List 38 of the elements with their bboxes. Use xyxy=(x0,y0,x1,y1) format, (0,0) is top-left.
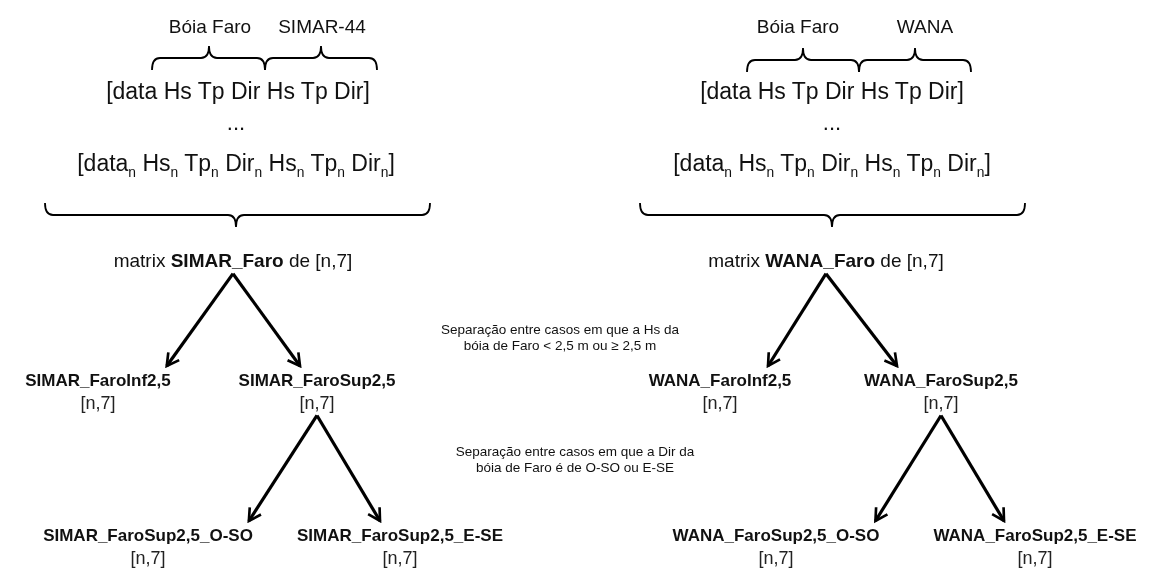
data-row: [data Hs Tp Dir Hs Tp Dir] xyxy=(700,78,964,106)
matrix-size: [n,7] xyxy=(922,392,960,416)
matrix-size: [n,7] xyxy=(381,547,419,571)
matrix-size: [n,7] xyxy=(701,392,739,416)
matrix-label: matrix SIMAR_Faro de [n,7] xyxy=(113,249,353,273)
data-row: [data Hs Tp Dir Hs Tp Dir] xyxy=(106,78,370,106)
note-text: Separação entre casos em que a Hs da bóia de Faro < 2,5 m ou ≥ 2,5 m xyxy=(440,322,680,355)
dataset-name: SIMAR_FaroInf2,5 xyxy=(25,370,171,392)
dataset-name: WANA_FaroSup2,5 xyxy=(864,370,1018,392)
note-text: Separação entre casos em que a Dir da bóia de Faro é de O-SO ou E-SE xyxy=(455,444,695,477)
dataset-name: SIMAR_FaroSup2,5_O-SO xyxy=(43,525,253,547)
matrix-size: [n,7] xyxy=(79,392,117,416)
dataset-name: WANA_FaroInf2,5 xyxy=(648,370,792,392)
arrow xyxy=(231,272,302,368)
source-label: WANA xyxy=(896,16,954,39)
arrow xyxy=(766,272,828,368)
dataset-name: SIMAR_FaroSup2,5_E-SE xyxy=(297,525,503,547)
arrow xyxy=(247,414,319,523)
arrow xyxy=(165,272,235,368)
source-label: Bóia Faro xyxy=(168,16,252,39)
matrix-size: [n,7] xyxy=(757,547,795,571)
data-row: [data$_{n}$ Hs$_{n}$ Tp$_{n}$ Dir$_{n}$ Hs$_{n}$ Tp$_{n}$ Dir$_{n}$] xyxy=(77,150,395,182)
matrix-size: [n,7] xyxy=(1016,547,1054,571)
matrix-size: [n,7] xyxy=(298,392,336,416)
dataset-name: WANA_FaroSup2,5_O-SO xyxy=(672,525,880,547)
data-row: ... xyxy=(226,110,246,137)
data-row: ... xyxy=(822,110,842,137)
data-row: [data$_{n}$ Hs$_{n}$ Tp$_{n}$ Dir$_{n}$ Hs$_{n}$ Tp$_{n}$ Dir$_{n}$] xyxy=(673,150,991,182)
dataset-name: SIMAR_FaroSup2,5 xyxy=(238,370,396,392)
arrow xyxy=(824,272,899,368)
source-label: SIMAR-44 xyxy=(278,16,366,39)
arrow xyxy=(939,414,1006,523)
matrix-label: matrix WANA_Faro de [n,7] xyxy=(708,249,944,273)
dataset-name: WANA_FaroSup2,5_E-SE xyxy=(933,525,1137,547)
matrix-size: [n,7] xyxy=(129,547,167,571)
source-label: Bóia Faro xyxy=(756,16,840,39)
arrow xyxy=(874,414,943,523)
arrow xyxy=(315,414,382,523)
